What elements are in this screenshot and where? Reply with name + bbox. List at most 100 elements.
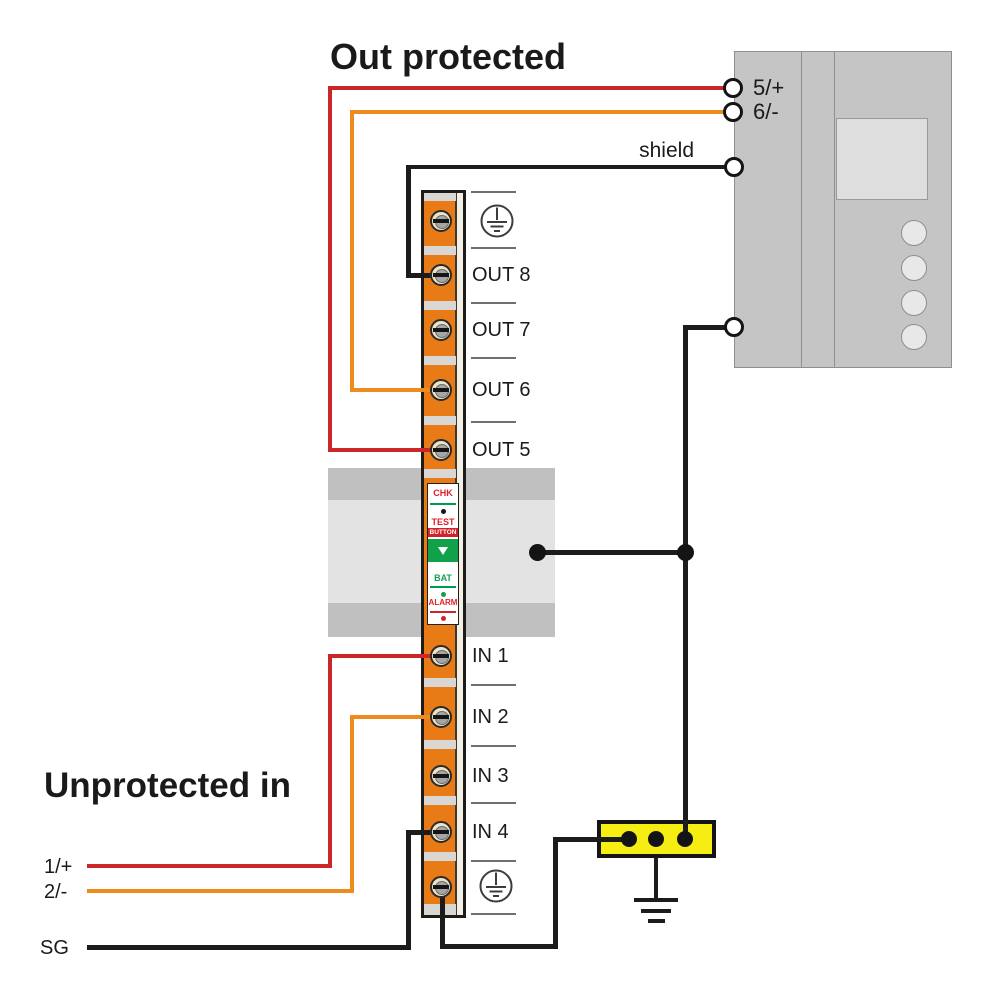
terminal-label-in4: IN 4 bbox=[472, 821, 509, 843]
screw-terminal-in4 bbox=[430, 821, 452, 843]
test-button bbox=[428, 539, 458, 562]
title-out-protected: Out protected bbox=[330, 36, 567, 77]
strip-separator bbox=[424, 678, 456, 687]
input-label-sg: SG bbox=[40, 937, 69, 959]
screw-terminal-in2 bbox=[430, 706, 452, 728]
wire-red-out-stub bbox=[328, 448, 440, 452]
label-divider bbox=[471, 745, 516, 747]
terminal-label-out8: OUT 8 bbox=[472, 264, 531, 286]
strip-separator bbox=[424, 852, 456, 861]
wire-ground-terminal-h1 bbox=[440, 944, 558, 949]
title-unprotected-in: Unprotected in bbox=[44, 766, 291, 805]
screw-terminal-out7 bbox=[430, 319, 452, 341]
chk-led bbox=[441, 509, 446, 514]
chk-label: CHK bbox=[433, 488, 453, 498]
wire-ground-terminal-v1 bbox=[440, 887, 445, 949]
button-label: BUTTON bbox=[428, 528, 458, 537]
earth-bar-1 bbox=[634, 898, 678, 902]
wire-red-out-h bbox=[328, 86, 726, 90]
controller-button bbox=[901, 290, 927, 316]
wire-controller-ground-v bbox=[683, 325, 688, 843]
label-divider bbox=[471, 802, 516, 804]
wire-red-in-v bbox=[328, 654, 332, 868]
terminal-label-in1: IN 1 bbox=[472, 645, 509, 667]
alarm-divider bbox=[430, 611, 456, 613]
strip-separator bbox=[424, 356, 456, 365]
wire-shield-stub bbox=[406, 273, 440, 278]
input-label-1plus: 1/+ bbox=[44, 856, 73, 878]
triangle-down-icon bbox=[438, 547, 448, 555]
screw-terminal-out8 bbox=[430, 264, 452, 286]
controller-unit bbox=[734, 51, 952, 368]
chk-divider bbox=[430, 503, 456, 505]
label-divider bbox=[471, 247, 516, 249]
earth-bar-2 bbox=[641, 909, 671, 913]
wire-orange-in-stub bbox=[350, 715, 440, 719]
strip-separator bbox=[424, 796, 456, 805]
controller-button bbox=[901, 220, 927, 246]
junction-dot-line bbox=[677, 544, 694, 561]
wire-red-in-h bbox=[87, 864, 332, 868]
wire-ground-terminal-h2 bbox=[553, 837, 633, 842]
bat-led bbox=[441, 592, 446, 597]
wire-orange-out-v bbox=[350, 110, 354, 392]
label-divider bbox=[471, 191, 516, 193]
controller-terminal-circle-shield bbox=[724, 157, 744, 177]
bus-bar-dot bbox=[677, 831, 693, 847]
wire-ground-terminal-v2 bbox=[553, 837, 558, 949]
screw-terminal-out6 bbox=[430, 379, 452, 401]
strip-separator bbox=[424, 469, 456, 478]
bus-bar-dot bbox=[648, 831, 664, 847]
strip-separator bbox=[424, 416, 456, 425]
label-divider bbox=[471, 684, 516, 686]
wire-red-out-v bbox=[328, 86, 332, 452]
terminal-label-out7: OUT 7 bbox=[472, 319, 531, 341]
wire-shield-v bbox=[406, 165, 411, 277]
wire-shield-h bbox=[406, 165, 728, 169]
wire-orange-in-v bbox=[350, 715, 354, 893]
controller-display bbox=[836, 118, 928, 200]
protective-earth-icon bbox=[478, 868, 514, 904]
wire-orange-out-stub bbox=[350, 388, 440, 392]
terminal-label-out6: OUT 6 bbox=[472, 379, 531, 401]
controller-terminal-circle-ground bbox=[724, 317, 744, 337]
bat-divider bbox=[430, 586, 456, 588]
controller-terminal-circle-5 bbox=[723, 78, 743, 98]
protective-earth-icon bbox=[479, 203, 515, 239]
test-label: TEST bbox=[431, 517, 455, 527]
screw-terminal-out5 bbox=[430, 439, 452, 461]
junction-dot-rail bbox=[529, 544, 546, 561]
screw-terminal-ground-bottom bbox=[430, 876, 452, 898]
wire-red-in-stub bbox=[328, 654, 440, 658]
screw-terminal-ground-top bbox=[430, 210, 452, 232]
label-divider bbox=[471, 421, 516, 423]
earth-stem bbox=[654, 857, 658, 902]
controller-button bbox=[901, 255, 927, 281]
wire-sg-stub bbox=[406, 830, 440, 835]
screw-terminal-in3 bbox=[430, 765, 452, 787]
wire-sg-h bbox=[87, 945, 411, 950]
strip-separator bbox=[424, 246, 456, 255]
terminal-label-in2: IN 2 bbox=[472, 706, 509, 728]
shield-label: shield bbox=[639, 139, 694, 162]
earth-bar-3 bbox=[648, 919, 665, 923]
alarm-led bbox=[441, 616, 446, 621]
terminal-label-out5: OUT 5 bbox=[472, 439, 531, 461]
input-label-2minus: 2/- bbox=[44, 881, 68, 903]
strip-separator bbox=[424, 740, 456, 749]
controller-terminal-circle-6 bbox=[723, 102, 743, 122]
bat-label: BAT bbox=[434, 573, 452, 583]
wire-controller-ground-h bbox=[683, 325, 730, 330]
label-divider bbox=[471, 913, 516, 915]
wire-orange-in-h bbox=[87, 889, 354, 893]
terminal-label-in3: IN 3 bbox=[472, 765, 509, 787]
controller-panel-divider bbox=[834, 52, 835, 367]
strip-separator bbox=[424, 301, 456, 310]
bus-bar-dot bbox=[621, 831, 637, 847]
alarm-label: ALARM bbox=[428, 598, 458, 607]
terminal-label-6minus: 6/- bbox=[753, 99, 779, 124]
wire-sg-v bbox=[406, 830, 411, 950]
wire-rail-tap-h bbox=[535, 550, 685, 555]
wire-orange-out-h bbox=[350, 110, 726, 114]
